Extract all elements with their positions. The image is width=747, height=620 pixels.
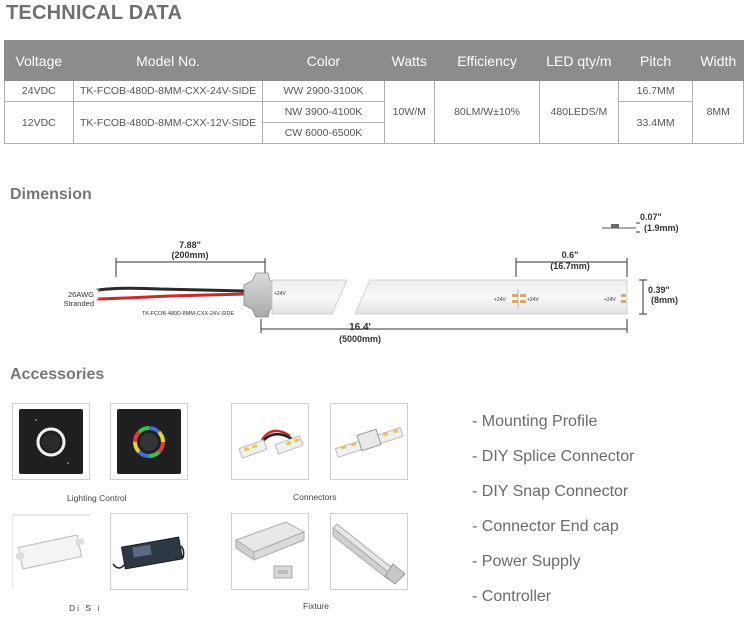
cell-color-cw: CW 6000-6500K bbox=[262, 122, 385, 144]
lead-length-mm-label: (200mm) bbox=[171, 250, 209, 260]
dimension-drawing bbox=[95, 222, 647, 333]
pitch-dimension-line bbox=[515, 258, 628, 277]
solder-pads bbox=[512, 289, 626, 309]
splice-connector-icon bbox=[238, 429, 304, 459]
header-width: Width bbox=[692, 40, 744, 81]
width-dimension-line bbox=[639, 279, 647, 315]
list-item: - DIY Splice Connector bbox=[472, 448, 635, 465]
rgb-panel-icon bbox=[117, 409, 181, 474]
pad-label-left: +24V bbox=[494, 297, 506, 303]
total-length-mm-label: (5000mm) bbox=[338, 334, 382, 344]
wire-type-label: Stranded bbox=[63, 299, 94, 308]
width-label: 0.39" bbox=[648, 285, 670, 295]
cell-led-qty: 480LEDS/M bbox=[539, 80, 619, 144]
header-efficiency: Efficiency bbox=[434, 40, 541, 81]
strip-model-label: TK-FCOB-480D-8MM-CXX-24V-SIDE bbox=[141, 311, 235, 317]
lead-dimension-line bbox=[115, 258, 266, 277]
thickness-profile bbox=[602, 222, 640, 233]
cell-voltage: 12VDC bbox=[4, 101, 74, 144]
header-voltage: Voltage bbox=[4, 40, 74, 81]
dimension-title: Dimension bbox=[10, 186, 92, 203]
cell-watts: 10W/M bbox=[383, 80, 436, 144]
cell-model: TK-FCOB-480D-8MM-CXX-12V-SIDE bbox=[72, 101, 264, 144]
power-supply-image bbox=[110, 513, 188, 590]
corner-profile-icon bbox=[332, 523, 406, 585]
strip-segment-end bbox=[354, 279, 628, 315]
table-row: 12VDC TK-FCOB-480D-8MM-CXX-12V-SIDE 33.4… bbox=[4, 101, 744, 144]
wires bbox=[95, 286, 246, 301]
dimmer-panel-image bbox=[12, 403, 90, 480]
technical-data-title: TECHNICAL DATA bbox=[6, 2, 183, 24]
mounting-profile-icon bbox=[234, 521, 306, 579]
power-supply-icon bbox=[112, 536, 185, 570]
total-length-line bbox=[260, 319, 628, 333]
pitch-mm-label: (16.7mm) bbox=[550, 261, 590, 271]
cell-efficiency: 80LM/W±10% bbox=[434, 80, 541, 144]
list-item: - Connector End cap bbox=[472, 518, 619, 535]
driver-caption: Di S i bbox=[69, 603, 102, 613]
plug-housing bbox=[243, 272, 273, 318]
pad-label-end: +24V bbox=[604, 297, 616, 303]
cell-width: 8MM bbox=[692, 80, 744, 144]
cell-color-nw: NW 3900-4100K bbox=[262, 101, 385, 123]
list-item: - Controller bbox=[472, 588, 552, 605]
driver-icon bbox=[12, 514, 90, 590]
lighting-control-caption: Lighting Control bbox=[67, 493, 127, 503]
accessories-title: Accessories bbox=[10, 366, 105, 383]
header-color: Color bbox=[262, 40, 385, 81]
total-length-label: 16.4' bbox=[349, 322, 371, 333]
list-item: - Power Supply bbox=[472, 553, 581, 570]
driver-image bbox=[12, 513, 90, 590]
spec-header-row: Voltage Model No. Color Watts Efficiency… bbox=[4, 40, 744, 81]
fixture-caption: Fixture bbox=[303, 601, 329, 611]
splice-connector-image bbox=[231, 403, 309, 480]
wire-gauge-label: 26AWG bbox=[68, 290, 94, 299]
strip-segment-start bbox=[271, 279, 348, 315]
header-model: Model No. bbox=[72, 40, 264, 81]
pad-label-start: +24V bbox=[274, 291, 286, 297]
cell-voltage: 24VDC bbox=[4, 80, 74, 102]
mounting-profile-image bbox=[231, 513, 309, 590]
list-item: - Mounting Profile bbox=[472, 413, 598, 430]
cell-pitch: 33.4MM bbox=[617, 101, 694, 144]
list-item: - DIY Snap Connector bbox=[472, 483, 629, 500]
lead-length-label: 7.88" bbox=[179, 240, 201, 250]
spec-table: Voltage Model No. Color Watts Efficiency… bbox=[4, 40, 744, 144]
header-pitch: Pitch bbox=[617, 40, 694, 81]
snap-connector-image bbox=[330, 403, 408, 480]
thickness-label: 0.07" bbox=[640, 212, 662, 222]
width-mm-label: (8mm) bbox=[651, 295, 679, 305]
rgb-panel-image bbox=[110, 403, 188, 480]
dimmer-panel-icon bbox=[19, 409, 83, 474]
connectors-caption: Connectors bbox=[293, 492, 337, 502]
cell-model: TK-FCOB-480D-8MM-CXX-24V-SIDE bbox=[72, 80, 264, 102]
thickness-mm-label: (1.9mm) bbox=[644, 223, 679, 233]
cell-pitch: 16.7MM bbox=[617, 80, 694, 102]
snap-connector-icon bbox=[334, 427, 404, 458]
cell-color-ww: WW 2900-3100K bbox=[262, 80, 385, 102]
pad-label-right: +24V bbox=[527, 297, 539, 303]
header-watts: Watts bbox=[383, 40, 436, 81]
accessories-list: - Mounting Profile - DIY Splice Connecto… bbox=[472, 410, 634, 620]
pitch-label: 0.6" bbox=[561, 250, 579, 260]
corner-profile-image bbox=[330, 513, 408, 590]
header-led-qty: LED qty/m bbox=[539, 40, 619, 81]
